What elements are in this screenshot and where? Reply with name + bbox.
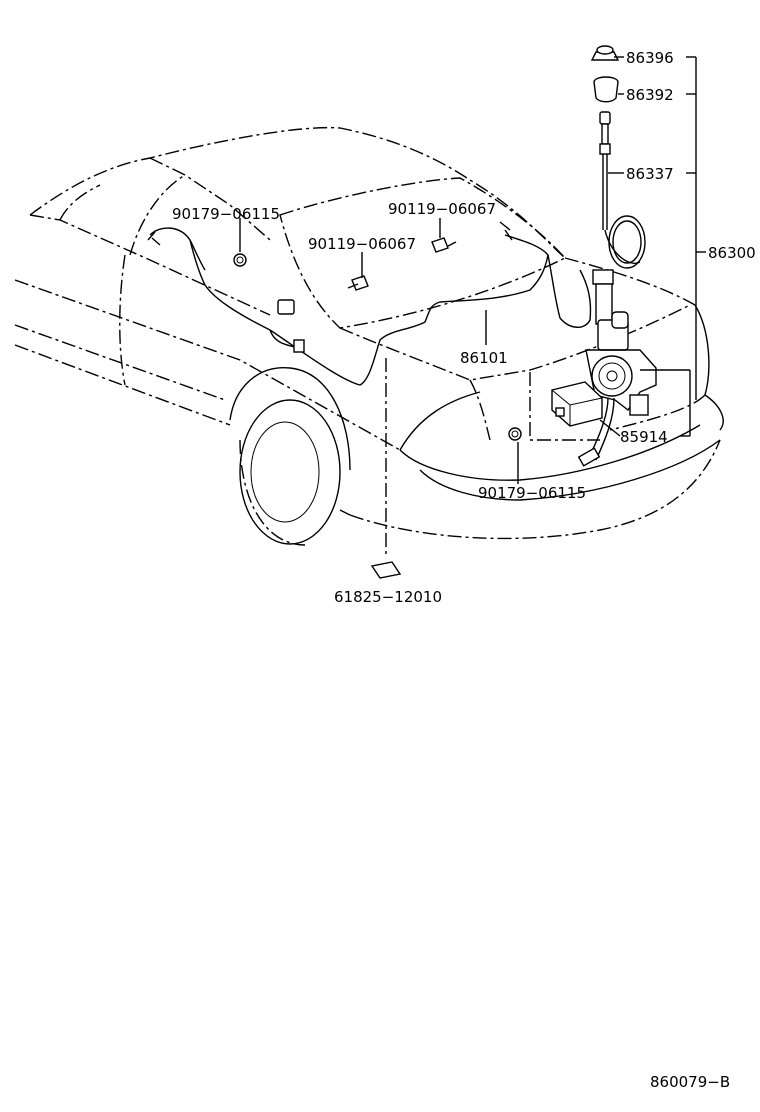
clip-90179-bottom <box>508 427 522 441</box>
label-90119-06067-mid: 90119−06067 <box>308 235 416 253</box>
label-90119-06067-top: 90119−06067 <box>388 200 496 218</box>
label-90179-06115-bottom: 90179−06115 <box>478 484 586 502</box>
label-85914: 85914 <box>620 428 668 446</box>
label-86300: 86300 <box>708 244 756 262</box>
car-body <box>14 126 724 546</box>
antenna-motor-85914 <box>577 269 657 467</box>
motor-outline <box>529 372 600 441</box>
label-86392: 86392 <box>626 86 674 104</box>
antenna-relay-box <box>551 381 603 427</box>
clip-90179-left <box>233 253 247 267</box>
label-90179-06115-left: 90179−06115 <box>172 205 280 223</box>
antenna-cap-86392 <box>593 76 619 103</box>
antenna-mast-86337 <box>599 111 646 269</box>
clip-90119-mid <box>347 275 369 291</box>
antenna-nut-86396 <box>590 45 620 61</box>
label-61825-12010: 61825−12010 <box>334 588 442 606</box>
label-plate-61825 <box>370 358 402 579</box>
antenna-cord-86101 <box>147 221 592 386</box>
leader-lines <box>239 56 706 484</box>
clip-90119-top <box>431 237 457 253</box>
label-86101: 86101 <box>460 349 508 367</box>
diagram-reference-code: 860079−B <box>650 1073 730 1091</box>
label-86337: 86337 <box>626 165 674 183</box>
label-86396: 86396 <box>626 49 674 67</box>
